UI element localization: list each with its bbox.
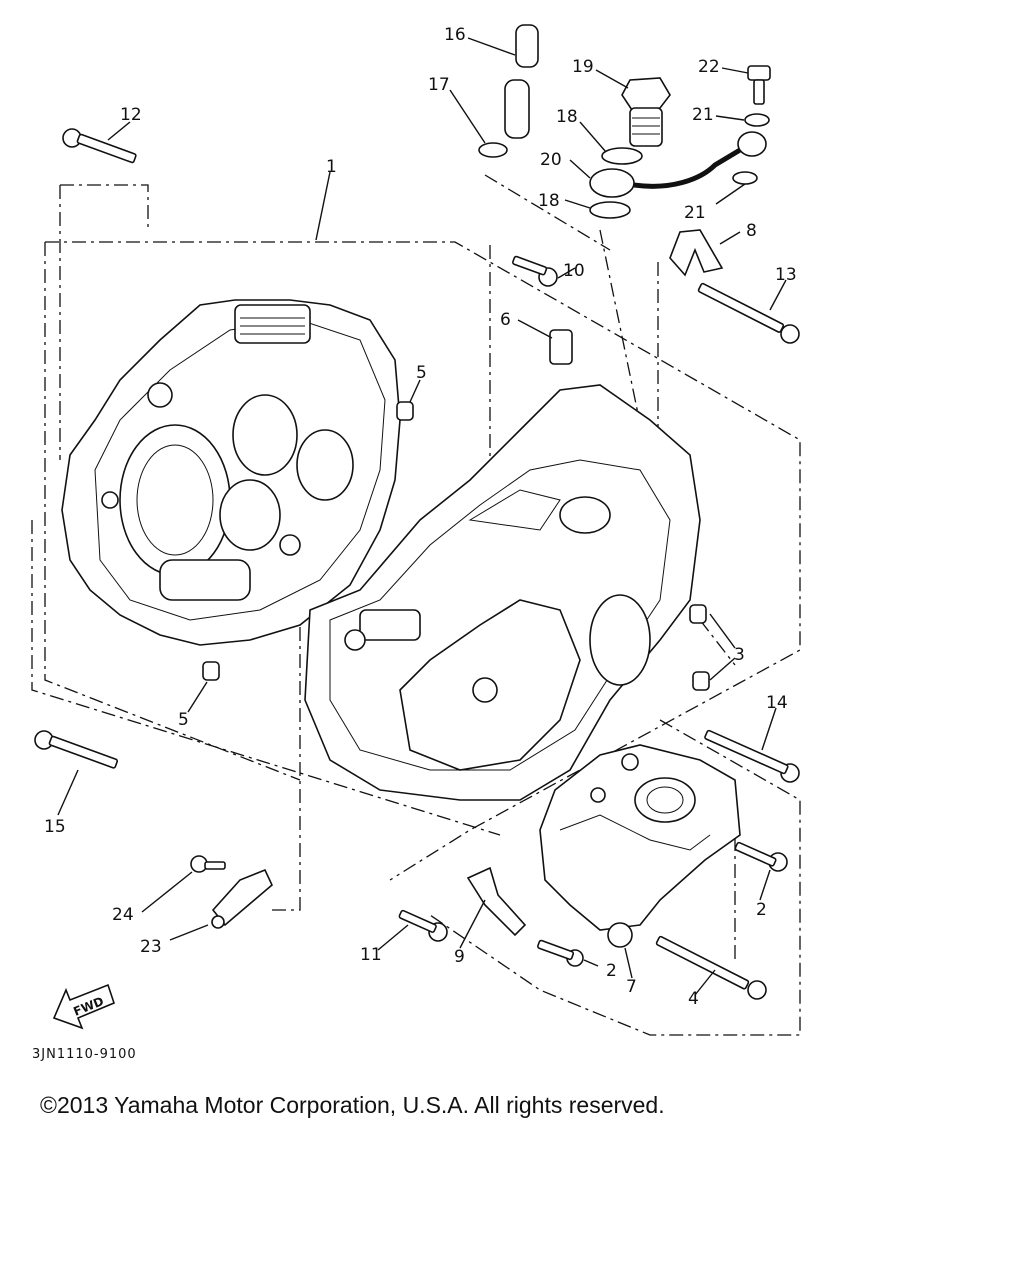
callout-6: 6 [500,310,511,330]
callout-20: 20 [540,150,562,170]
callout-19: 19 [572,57,594,77]
callout-1: 1 [326,157,337,177]
callout-18a: 18 [556,107,578,127]
callout-24: 24 [112,905,134,925]
callout-14: 14 [766,693,788,713]
callout-23: 23 [140,937,162,957]
callout-13: 13 [775,265,797,285]
fwd-arrow: FWD [52,983,115,1030]
callout-7: 7 [626,977,637,997]
callout-8: 8 [746,221,757,241]
callout-18b: 18 [538,191,560,211]
callout-11: 11 [360,945,382,965]
callout-labels: 1 2 2 2 3 4 5 5 6 7 8 9 10 11 12 13 14 1… [44,25,797,1009]
crankcase-exploded-diagram: 1 2 2 2 3 4 5 5 6 7 8 9 10 11 12 13 14 1… [31,24,801,1062]
callout-3: 3 [734,645,745,665]
callout-10: 10 [563,261,585,281]
callout-5b: 5 [178,710,189,730]
callout-17: 17 [428,75,450,95]
right-crankcase-half [304,384,701,801]
crankcase-cover [539,744,741,948]
callout-2a: 2 [756,900,767,920]
callout-16: 16 [444,25,466,45]
small-parts [34,24,800,1000]
callout-2b: 2 [606,961,617,981]
callout-15: 15 [44,817,66,837]
part-code: 3JN1110-9100 [32,1047,137,1062]
callout-12: 12 [120,105,142,125]
callout-9: 9 [454,947,465,967]
callout-21a: 21 [692,105,714,125]
callout-22: 22 [698,57,720,77]
left-crankcase-half [61,299,401,646]
callout-21b: 21 [684,203,706,223]
leader-lines [57,37,787,996]
callout-4: 4 [688,989,699,1009]
copyright-notice: ©2013 Yamaha Motor Corporation, U.S.A. A… [40,1092,665,1118]
callout-5a: 5 [416,363,427,383]
